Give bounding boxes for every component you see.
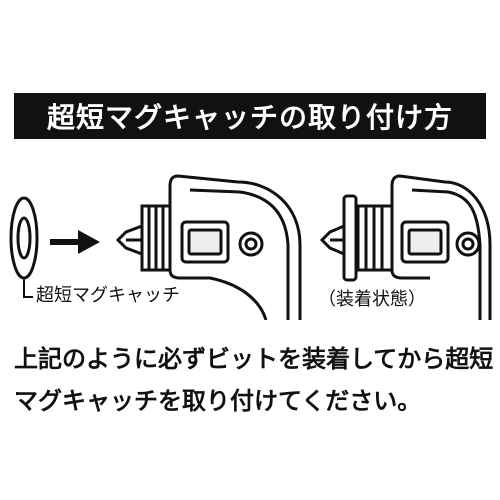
ring-magnet-icon [9,196,39,280]
part-label: 超短マグキャッチ [36,285,180,306]
arrow-right-icon [50,230,100,254]
instruction-line-1: 上記のように必ずビットを装着してから超短 [14,345,494,373]
illustration [9,174,492,320]
callout-line [23,278,33,298]
screwdriver-installed-icon [319,174,492,320]
installed-label: （装着状態） [318,289,426,310]
instruction-line-2: マグキャッチを取り付けてください。 [14,387,422,415]
page-title: 超短マグキャッチの取り付け方 [46,101,453,134]
title-banner: 超短マグキャッチの取り付け方 [14,93,486,139]
instruction-text: 上記のように必ずビットを装着してから超短 マグキャッチを取り付けてください。 [14,338,494,422]
screwdriver-icon [115,174,302,320]
